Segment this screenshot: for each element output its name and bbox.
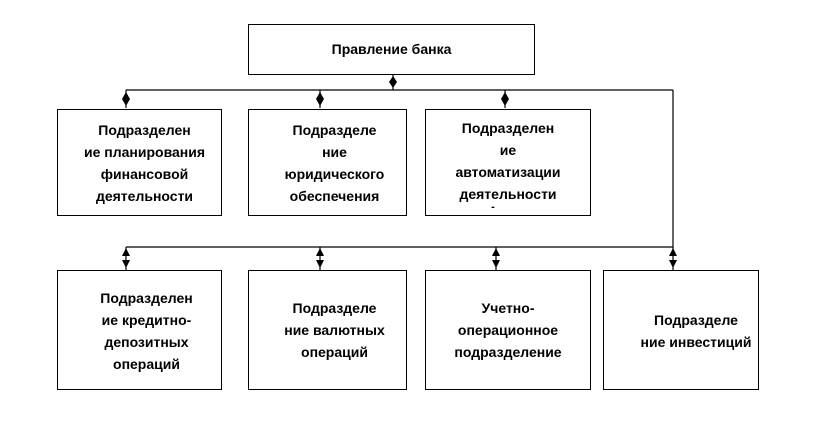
diamond-arrow-icon xyxy=(122,92,130,106)
up-arrow-icon xyxy=(492,248,500,256)
currency-department-box: Подразделе ние валютных операций xyxy=(248,270,407,390)
automation-department-box: Подразделен ие автоматизации деятельност… xyxy=(425,109,591,216)
down-arrow-icon xyxy=(122,260,130,268)
automation-department-label: Подразделен ие автоматизации деятельност… xyxy=(455,120,561,202)
planning-department-label: Подразделен ие планирования финансовой д… xyxy=(83,122,206,204)
up-arrow-icon xyxy=(669,248,677,256)
legal-department-box: Подразделе ние юридического обеспечения xyxy=(248,109,407,216)
down-arrow-icon xyxy=(669,260,677,268)
down-arrow-icon xyxy=(316,260,324,268)
board-label: Правление банка xyxy=(331,41,452,57)
currency-department-label: Подразделе ние валютных операций xyxy=(284,300,385,360)
diamond-arrow-icon xyxy=(501,92,509,106)
down-arrow-icon xyxy=(492,260,500,268)
up-arrow-icon xyxy=(316,248,324,256)
accounting-operations-box: Учетно- операционное подразделение xyxy=(425,270,591,390)
planning-department-box: Подразделен ие планирования финансовой д… xyxy=(57,109,222,216)
credit-deposit-department-box: Подразделен ие кредитно- депозитных опер… xyxy=(57,270,222,390)
diamond-arrow-icon xyxy=(389,76,397,88)
investment-department-label: Подразделе ние инвестиций xyxy=(640,312,752,350)
accounting-operations-label: Учетно- операционное подразделение xyxy=(454,300,562,360)
board-box: Правление банка xyxy=(248,24,535,75)
credit-deposit-department-label: Подразделен ие кредитно- депозитных опер… xyxy=(100,290,193,372)
diamond-arrow-icon xyxy=(316,92,324,106)
stray-dash-mark: - xyxy=(491,201,495,213)
up-arrow-icon xyxy=(122,248,130,256)
legal-department-label: Подразделе ние юридического обеспечения xyxy=(284,122,385,204)
investment-department-box: Подразделе ние инвестиций xyxy=(603,270,759,390)
